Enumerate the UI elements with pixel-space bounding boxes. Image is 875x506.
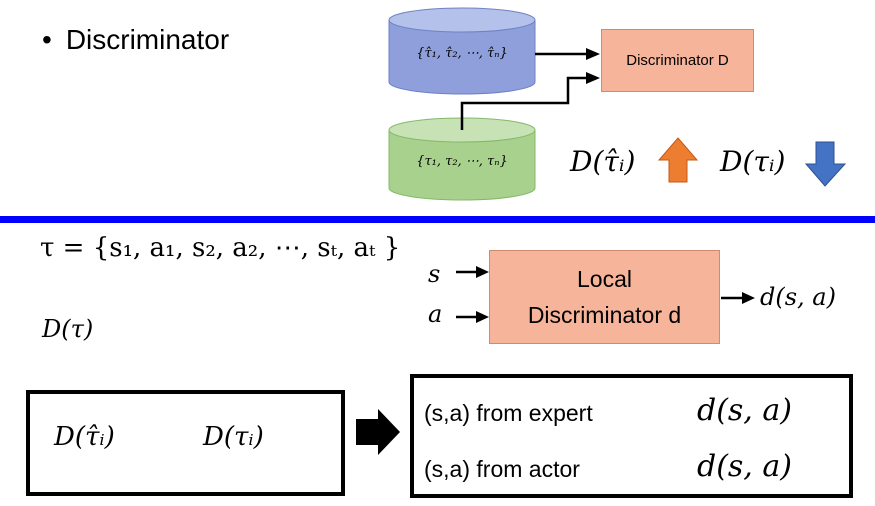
bullet-icon: • bbox=[42, 24, 52, 55]
local-discriminator-box: Local Discriminator d bbox=[489, 250, 720, 344]
arrow-up-orange-icon bbox=[657, 137, 699, 183]
big-arrow-right-icon bbox=[356, 409, 400, 455]
left-d-expert: D(τᵢ) bbox=[203, 422, 264, 452]
local-line2: Discriminator d bbox=[527, 302, 682, 328]
arrow-expert-to-disc bbox=[460, 72, 600, 130]
right-objective-box bbox=[410, 374, 853, 498]
left-d-generated: D(τ̂ᵢ) bbox=[54, 422, 115, 452]
input-a-label: a bbox=[428, 300, 443, 328]
arrow-right-icon bbox=[721, 292, 755, 304]
arrow-right-icon bbox=[456, 311, 489, 323]
tau-definition: τ = {s₁, a₁, s₂, a₂, ⋯, sₜ, aₜ } bbox=[40, 233, 401, 263]
expert-trajectories-cylinder bbox=[388, 117, 536, 201]
arrow-down-blue-icon bbox=[804, 141, 847, 187]
row-expert-expr: d(s, a) bbox=[697, 393, 792, 428]
row-actor-label: (s,a) from actor bbox=[424, 456, 580, 482]
top-diagram bbox=[388, 7, 847, 201]
row-actor-expr: d(s, a) bbox=[697, 449, 792, 484]
discriminator-box: Discriminator D bbox=[601, 29, 754, 92]
slide-title-text: Discriminator bbox=[65, 24, 230, 55]
arrow-right-icon bbox=[456, 266, 489, 278]
arrow-generated-to-disc bbox=[535, 48, 600, 60]
d-generated-expr: D(τ̂ᵢ) bbox=[570, 145, 636, 178]
d-expert-expr: D(τᵢ) bbox=[720, 145, 786, 178]
local-line1: Local bbox=[577, 266, 632, 292]
divider-line bbox=[0, 216, 875, 223]
expert-trajectories-label: {τ₁, τ₂, ⋯, τₙ} bbox=[416, 154, 508, 169]
slide-title: • Discriminator bbox=[42, 24, 229, 56]
discriminator-label: Discriminator D bbox=[626, 52, 729, 69]
left-objective-box bbox=[26, 390, 345, 496]
generated-trajectories-label: {τ̂₁, τ̂₂, ⋯, τ̂ₙ} bbox=[416, 46, 508, 61]
generated-trajectories-cylinder bbox=[388, 7, 536, 95]
d-tau-expr: D(τ) bbox=[42, 315, 94, 343]
row-expert-label: (s,a) from expert bbox=[424, 400, 593, 426]
d-sa-output: d(s, a) bbox=[760, 283, 836, 311]
input-s-label: s bbox=[428, 260, 441, 288]
